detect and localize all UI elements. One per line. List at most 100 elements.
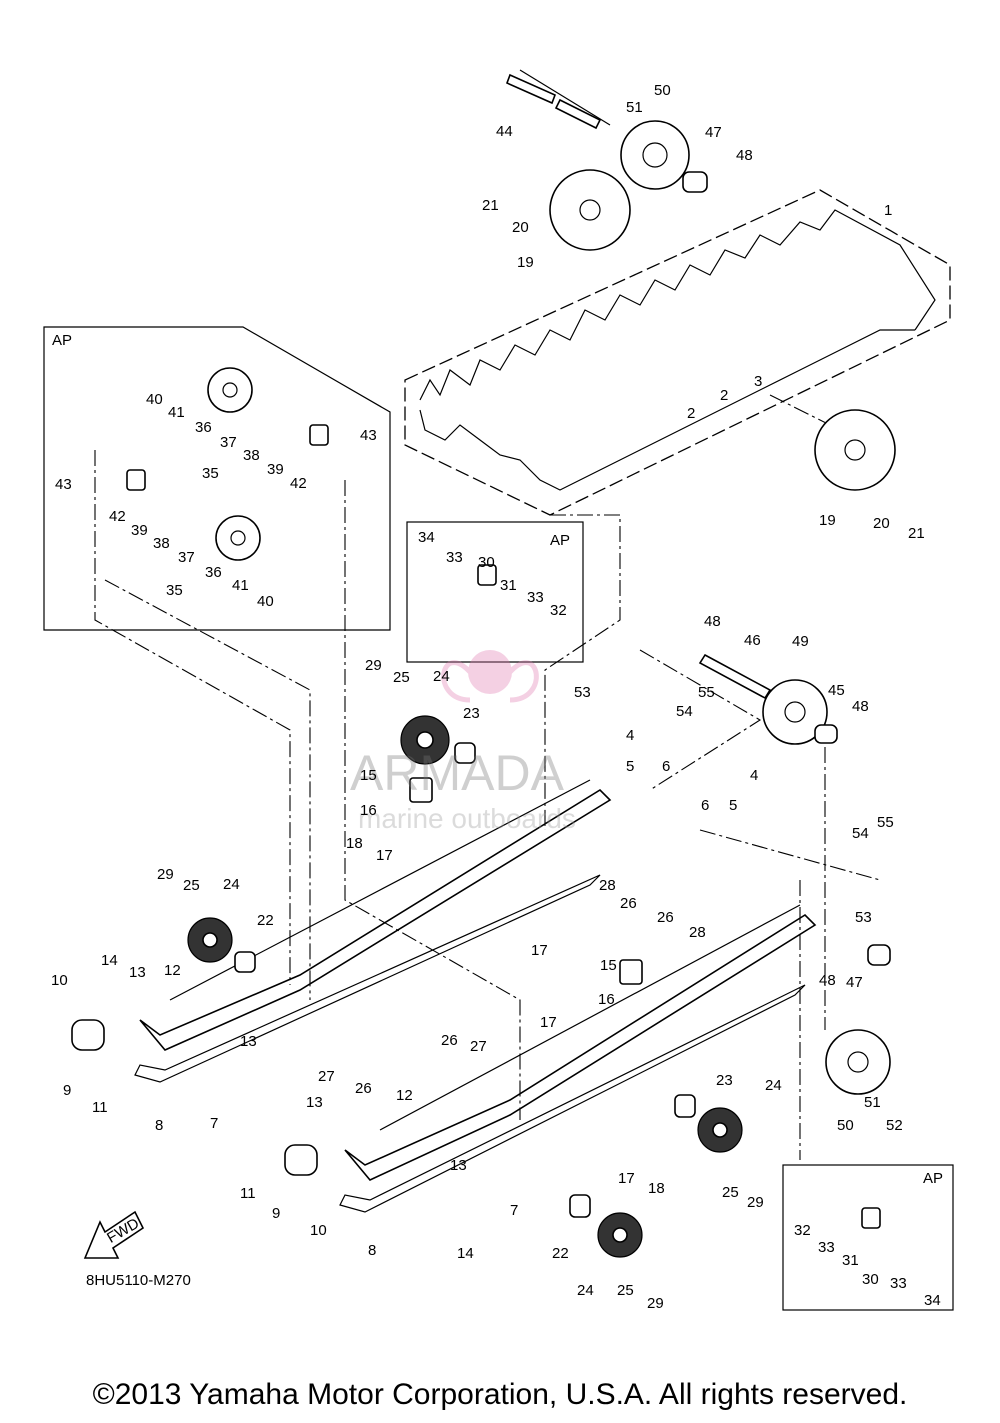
callout: 30 [478, 554, 495, 571]
callout: 55 [698, 684, 715, 701]
callout: 17 [540, 1014, 557, 1031]
callout: 48 [704, 613, 721, 630]
callout: 29 [365, 657, 382, 674]
wheel-24-d [597, 1212, 643, 1258]
callout: 3 [754, 373, 762, 390]
callout: 43 [360, 427, 377, 444]
callout: 39 [267, 461, 284, 478]
callout: 7 [510, 1202, 518, 1219]
callout: 55 [877, 814, 894, 831]
callout: 6 [662, 758, 670, 775]
callout: 25 [183, 877, 200, 894]
callout: 33 [527, 589, 544, 606]
wheel-19-right [814, 409, 896, 491]
callout: 54 [852, 825, 869, 842]
callout: 26 [620, 895, 637, 912]
callout: 13 [240, 1033, 257, 1050]
callout: 13 [129, 964, 146, 981]
callout: 2 [720, 387, 728, 404]
callout: 27 [470, 1038, 487, 1055]
callout: 18 [648, 1180, 665, 1197]
wheel-36-a [207, 367, 253, 413]
callout: 33 [890, 1275, 907, 1292]
ap-box-middle: AP [406, 521, 584, 663]
watermark-brand: ARMADA [350, 745, 565, 801]
callout: 24 [223, 876, 240, 893]
watermark-tagline: marine outboards [358, 803, 576, 834]
callout: 51 [626, 99, 643, 116]
callout: 2 [687, 405, 695, 422]
wheel-50-upper [620, 120, 690, 190]
callout: 52 [886, 1117, 903, 1134]
callout: 28 [689, 924, 706, 941]
callout: 33 [818, 1239, 835, 1256]
callout: 34 [418, 529, 435, 546]
callout: 26 [657, 909, 674, 926]
callout: 24 [577, 1282, 594, 1299]
callout: 48 [852, 698, 869, 715]
ap-label: AP [550, 532, 570, 549]
track-belt [404, 189, 951, 516]
callout: 16 [360, 802, 377, 819]
copyright-notice: ©2013 Yamaha Motor Corporation, U.S.A. A… [92, 1378, 908, 1411]
ap-box-left: AP [43, 326, 391, 631]
callout: 29 [747, 1194, 764, 1211]
callout: 27 [318, 1068, 335, 1085]
callout: 34 [924, 1292, 941, 1309]
callout: 14 [101, 952, 118, 969]
wheel-36-b [215, 515, 261, 561]
callout: 47 [705, 124, 722, 141]
ap-label: AP [923, 1170, 943, 1187]
callout: 44 [496, 123, 513, 140]
callout: 12 [164, 962, 181, 979]
callout: 22 [552, 1245, 569, 1262]
callout: 45 [828, 682, 845, 699]
callout: 15 [600, 957, 617, 974]
callout: 39 [131, 522, 148, 539]
ap-label: AP [52, 332, 72, 349]
callout: 11 [240, 1185, 256, 1202]
callout: 8 [155, 1117, 163, 1134]
callout: 46 [744, 632, 761, 649]
callout: 19 [819, 512, 836, 529]
callout: 36 [195, 419, 212, 436]
wheel-19-upper [549, 169, 631, 251]
callouts: 1 2 2 3 4 4 5 5 6 6 7 7 8 8 9 9 10 10 11… [51, 82, 941, 1312]
callout: 17 [531, 942, 548, 959]
callout: 7 [210, 1115, 218, 1132]
callout: 25 [617, 1282, 634, 1299]
callout: 13 [306, 1094, 323, 1111]
callout: 10 [51, 972, 68, 989]
callout: 32 [550, 602, 567, 619]
drawing-code: 8HU5110-M270 [86, 1272, 191, 1289]
callout: 35 [202, 465, 219, 482]
wheel-49 [762, 679, 828, 745]
wheel-24-a [400, 715, 450, 765]
callout: 54 [676, 703, 693, 720]
callout: 40 [146, 391, 163, 408]
callout: 50 [654, 82, 671, 99]
callout: 36 [205, 564, 222, 581]
wheel-50-lower [825, 1029, 891, 1095]
callout: 17 [618, 1170, 635, 1187]
callout: 22 [257, 912, 274, 929]
callout: 9 [63, 1082, 71, 1099]
callout: 26 [355, 1080, 372, 1097]
callout: 53 [574, 684, 591, 701]
callout: 15 [360, 767, 377, 784]
callout: 28 [599, 877, 616, 894]
callout: 53 [855, 909, 872, 926]
callout: 5 [626, 758, 634, 775]
callout: 41 [168, 404, 185, 421]
callout: 20 [873, 515, 890, 532]
callout: 26 [441, 1032, 458, 1049]
callout: 23 [463, 705, 480, 722]
slide-rail-lower [339, 904, 817, 1213]
callout: 29 [157, 866, 174, 883]
callout: 14 [457, 1245, 474, 1262]
callout: 48 [736, 147, 753, 164]
callout: 42 [109, 508, 126, 525]
callout: 37 [220, 434, 237, 451]
callout: 4 [750, 767, 758, 784]
callout: 17 [376, 847, 393, 864]
